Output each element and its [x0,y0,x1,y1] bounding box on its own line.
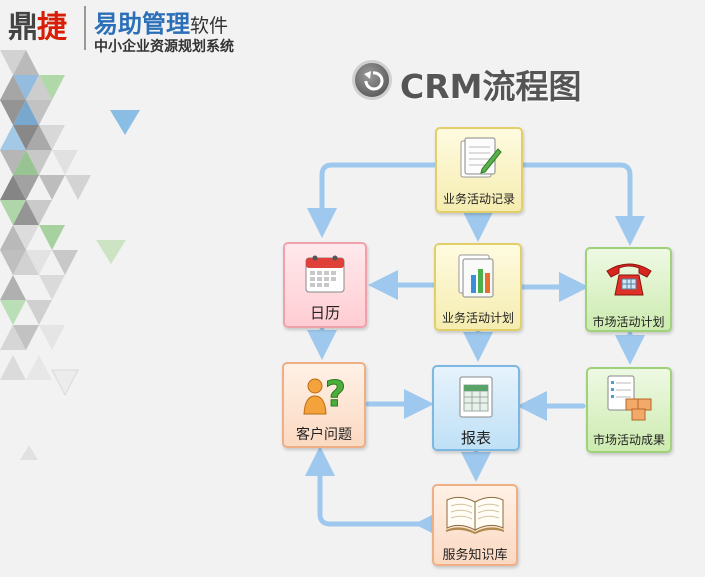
brand-part-1: 鼎 [8,10,38,45]
product-tagline: 中小企业资源规划系统 [94,39,234,55]
svg-text:?: ? [325,374,346,415]
calendar-icon [305,255,345,293]
decorative-triangle-pattern [0,50,140,460]
customer-question-icon: ? [303,374,346,416]
product-name-main: 易助管理 [94,10,190,38]
node-label: 业务活动计划 [441,311,514,325]
node-market-result[interactable]: 市场活动成果 [586,367,672,453]
node-label: 市场活动计划 [592,315,665,329]
brand-part-2: 捷 [37,10,67,45]
product-name-suffix: 软件 [190,15,229,37]
product-name: 易助管理软件 [94,4,228,39]
node-market-plan[interactable]: 市场活动计划 [585,247,672,332]
node-knowledge-base[interactable]: 服务知识库 [432,484,518,566]
node-label: 客户问题 [296,427,352,443]
node-label: 业务活动记录 [442,192,515,206]
arrow-record-to-market-plan [521,162,645,246]
bar-chart-document-icon [458,254,494,298]
back-button[interactable] [352,60,392,100]
brand-name: 鼎捷 [8,2,67,46]
node-label: 日历 [309,304,340,322]
arrow-record-to-calendar [307,162,437,238]
app-logo: 鼎捷 易助管理软件 中小企业资源规划系统 [6,2,326,55]
document-edit-icon [460,137,502,178]
logo-divider [84,6,86,50]
open-book-icon [446,496,504,534]
node-customer-issue[interactable]: ? 客户问题 [282,362,366,448]
node-report[interactable]: 报表 [432,365,520,451]
node-activity-record[interactable]: 业务活动记录 [435,127,523,213]
checklist-boxes-icon [607,375,652,421]
node-label: 市场活动成果 [592,433,665,447]
node-label: 服务知识库 [442,548,508,563]
node-activity-plan[interactable]: 业务活动计划 [434,243,522,331]
node-calendar[interactable]: 日历 [283,242,367,328]
telephone-icon [605,263,652,296]
node-label: 报表 [460,429,491,447]
back-arrow-icon [364,71,384,91]
title-text: CRM流程图 [400,67,582,106]
arrow-issue-knowledge-bidirectional [305,446,444,539]
report-sheet-icon [459,376,493,418]
